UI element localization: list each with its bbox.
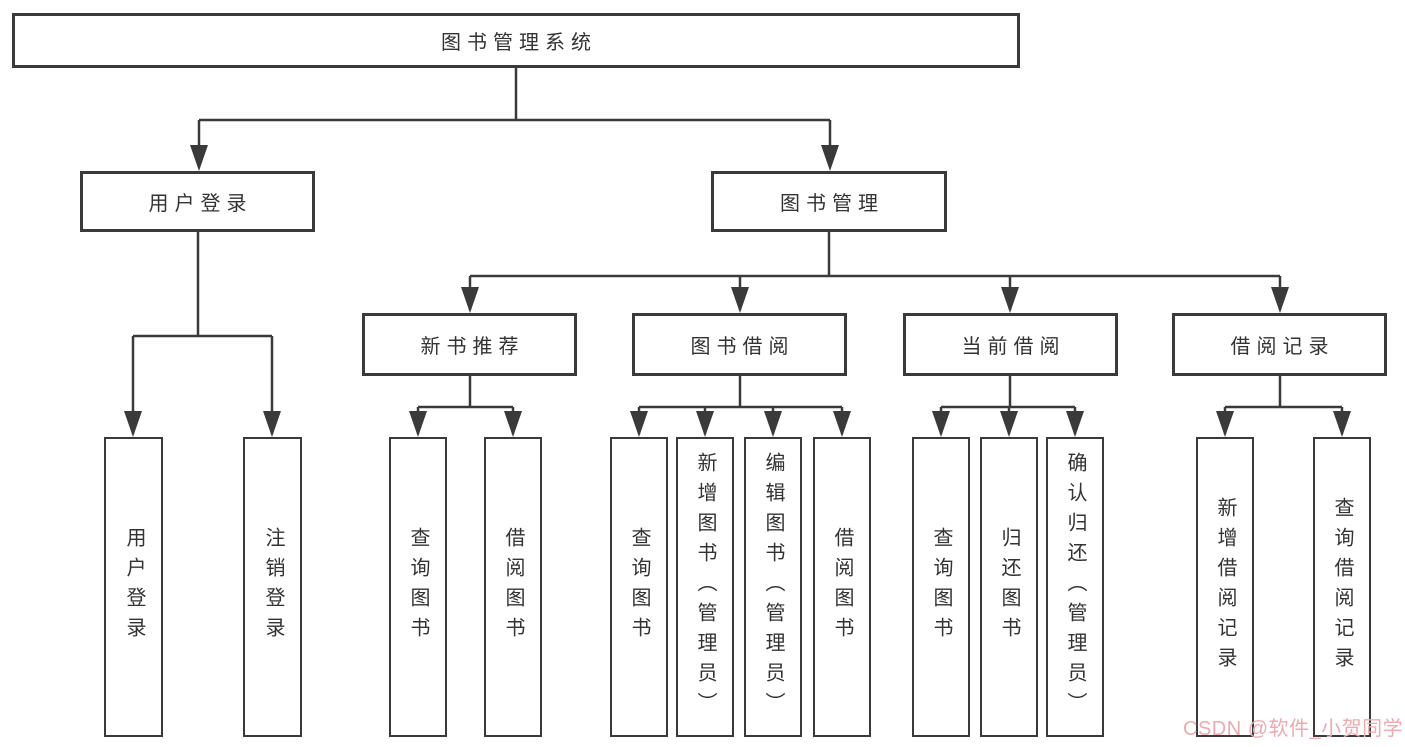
arrowheads [124,145,1351,437]
leaf-bb-edit-books-admin: 编辑图书（管理员） [744,437,802,737]
leaf-user-login: 用户登录 [104,437,163,737]
node-root: 图书管理系统 [12,13,1020,68]
leaf-cb-return-books: 归还图书 [980,437,1038,737]
watermark: CSDN @软件_小贺同学 [1183,718,1404,740]
node-book-borrow: 图书借阅 [632,313,847,376]
leaf-br-query-record: 查询借阅记录 [1313,437,1371,737]
node-user-login: 用户登录 [80,171,315,232]
node-borrow-records: 借阅记录 [1172,313,1387,376]
leaf-logout: 注销登录 [243,437,302,737]
connector-paths [131,68,1344,434]
leaf-nb-borrow-books: 借阅图书 [484,437,542,737]
node-new-book-recommend: 新书推荐 [362,313,577,376]
leaf-bb-query-books: 查询图书 [610,437,668,737]
leaf-bb-borrow-books: 借阅图书 [813,437,871,737]
leaf-cb-confirm-return-admin: 确认归还（管理员） [1046,437,1104,737]
node-book-management: 图书管理 [711,171,947,232]
leaf-cb-query-books: 查询图书 [912,437,970,737]
leaf-br-add-record: 新增借阅记录 [1196,437,1254,737]
leaf-nb-query-books: 查询图书 [389,437,447,737]
node-current-borrow: 当前借阅 [903,313,1118,376]
leaf-bb-add-books-admin: 新增图书（管理员） [676,437,734,737]
